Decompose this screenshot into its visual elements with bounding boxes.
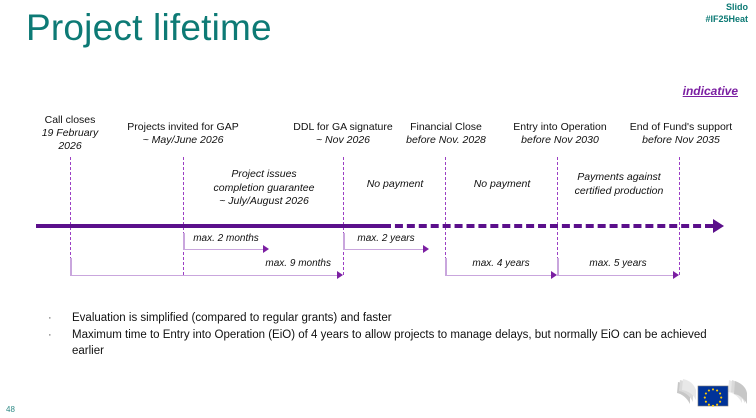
milestone-vline-end-of-fund-support bbox=[679, 157, 680, 275]
milestone-title: End of Fund's support bbox=[629, 121, 733, 133]
milestone-sub: ~ May/June 2026 bbox=[142, 134, 224, 146]
annotation-line: Project issues bbox=[231, 168, 297, 180]
annotation-line: Payments against bbox=[577, 171, 661, 183]
measure-label: max. 2 years bbox=[357, 233, 415, 244]
indicative-note: indicative bbox=[682, 84, 738, 98]
bullet-marker-icon: · bbox=[48, 312, 52, 324]
annotation-line: No payment bbox=[473, 178, 531, 190]
measure-max-5-years: max. 5 years bbox=[557, 258, 679, 279]
milestone-title: Call closes bbox=[44, 114, 96, 126]
milestone-title: Projects invited for GAP bbox=[127, 121, 239, 133]
page-title: Project lifetime bbox=[26, 7, 272, 48]
measure-label: max. 9 months bbox=[265, 258, 331, 269]
measure-line bbox=[557, 274, 673, 276]
milestone-sub: 19 February bbox=[41, 127, 99, 139]
milestone-entry-into-operation: Entry into Operation before Nov 2030 bbox=[497, 121, 623, 147]
logo-right-wing bbox=[728, 380, 747, 404]
timeline-axis-dashed bbox=[383, 224, 713, 228]
annotation-line: ~ July/August 2026 bbox=[219, 195, 309, 207]
measure-line bbox=[183, 248, 263, 250]
milestone-sub: before Nov. 2028 bbox=[406, 134, 486, 146]
measure-tick-left bbox=[445, 258, 447, 276]
measure-label: max. 5 years bbox=[589, 258, 647, 269]
milestone-vline-financial-close bbox=[445, 157, 446, 275]
milestone-vline-ddl-ga-signature bbox=[343, 157, 344, 275]
bullet-text: Evaluation is simplified (compared to re… bbox=[72, 312, 392, 324]
measure-tick-left bbox=[70, 258, 72, 276]
measure-arrowhead bbox=[263, 245, 269, 253]
slido-hashtag: #IF25Heat bbox=[705, 14, 748, 24]
milestone-vline-projects-invited bbox=[183, 157, 184, 275]
logo-left-wing bbox=[677, 379, 696, 404]
milestone-sub: before Nov 2030 bbox=[521, 134, 599, 146]
milestone-financial-close: Financial Close before Nov. 2028 bbox=[388, 121, 504, 147]
measure-arrowhead bbox=[337, 271, 343, 279]
european-commission-logo bbox=[677, 379, 747, 407]
annotation-project-issues-guarantee: Project issues completion guarantee ~ Ju… bbox=[190, 168, 338, 209]
milestone-sub2: 2026 bbox=[58, 140, 82, 152]
measure-line bbox=[445, 274, 551, 276]
bullet-item: · Maximum time to Entry into Operation (… bbox=[44, 327, 724, 359]
milestone-vline-call-closes bbox=[70, 157, 71, 275]
page-number: 48 bbox=[6, 405, 15, 414]
measure-tick-left bbox=[183, 233, 185, 250]
measure-arrowhead bbox=[551, 271, 557, 279]
annotation-line: No payment bbox=[366, 178, 424, 190]
eu-stars bbox=[703, 388, 723, 407]
measure-max-4-years: max. 4 years bbox=[445, 258, 557, 279]
measure-max-2-years: max. 2 years bbox=[343, 233, 429, 253]
measure-line bbox=[70, 274, 337, 276]
annotation-line: completion guarantee bbox=[213, 181, 315, 194]
milestone-vline-entry-into-operation bbox=[557, 157, 558, 275]
milestone-title: DDL for GA signature bbox=[293, 121, 393, 133]
slido-label: Slido bbox=[726, 2, 748, 12]
milestone-ddl-ga-signature: DDL for GA signature ~ Nov 2026 bbox=[275, 121, 411, 147]
annotation-line: certified production bbox=[574, 184, 664, 197]
slido-badge: Slido #IF25Heat bbox=[705, 1, 748, 25]
measure-max-9-months: max. 9 months bbox=[70, 258, 345, 279]
measure-arrowhead bbox=[423, 245, 429, 253]
annotation-no-payment-1: No payment bbox=[350, 178, 440, 192]
measure-label: max. 4 years bbox=[472, 258, 530, 269]
measure-tick-left bbox=[343, 233, 345, 250]
bullet-marker-icon: · bbox=[48, 329, 52, 341]
timeline-axis-arrowhead bbox=[713, 219, 724, 233]
measure-line bbox=[343, 248, 423, 250]
milestone-sub: ~ Nov 2026 bbox=[316, 134, 370, 146]
milestone-call-closes: Call closes 19 February 2026 bbox=[18, 114, 122, 153]
measure-tick-left bbox=[557, 258, 559, 276]
milestone-end-of-fund-support: End of Fund's support before Nov 2035 bbox=[613, 121, 749, 147]
bullet-item: · Evaluation is simplified (compared to … bbox=[44, 310, 724, 326]
bullet-text: Maximum time to Entry into Operation (Ei… bbox=[72, 329, 707, 357]
annotation-no-payment-2: No payment bbox=[452, 178, 552, 192]
milestone-title: Financial Close bbox=[410, 121, 482, 133]
measure-max-2-months: max. 2 months bbox=[183, 233, 269, 253]
measure-arrowhead bbox=[673, 271, 679, 279]
milestone-sub: before Nov 2035 bbox=[642, 134, 720, 146]
milestone-projects-invited: Projects invited for GAP ~ May/June 2026 bbox=[113, 121, 253, 147]
annotation-payments-certified: Payments against certified production bbox=[562, 171, 676, 198]
bullet-list: · Evaluation is simplified (compared to … bbox=[44, 310, 724, 360]
milestone-title: Entry into Operation bbox=[513, 121, 607, 133]
measure-label: max. 2 months bbox=[193, 233, 259, 244]
timeline-axis-solid bbox=[36, 224, 383, 228]
